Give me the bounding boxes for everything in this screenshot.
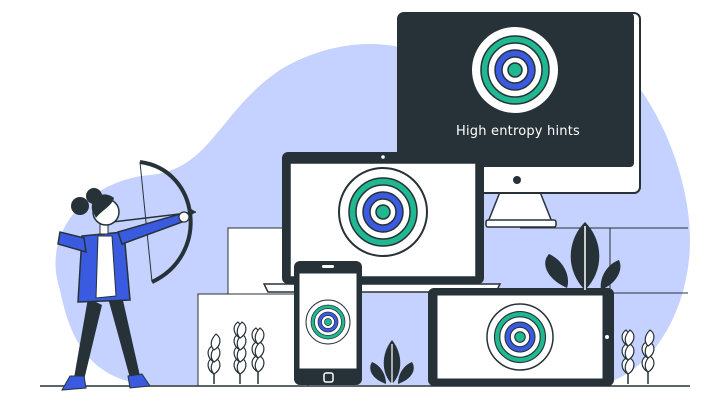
home-button-icon [323,372,334,383]
target-icon [470,25,560,115]
camera-icon [381,155,385,159]
target-icon [486,303,554,371]
phone [294,261,362,385]
desktop-monitor [397,12,641,228]
laptop [262,152,502,293]
leaf-icon [370,340,414,384]
camera-icon [605,335,609,339]
leaf-icon [545,222,621,290]
archer-figure [57,160,197,391]
target-icon [338,167,428,257]
monitor-caption: High entropy hints [456,124,580,139]
target-icon [305,299,351,345]
monitor-power-icon [513,176,521,184]
plant-icon [207,321,655,384]
tablet [428,288,614,386]
